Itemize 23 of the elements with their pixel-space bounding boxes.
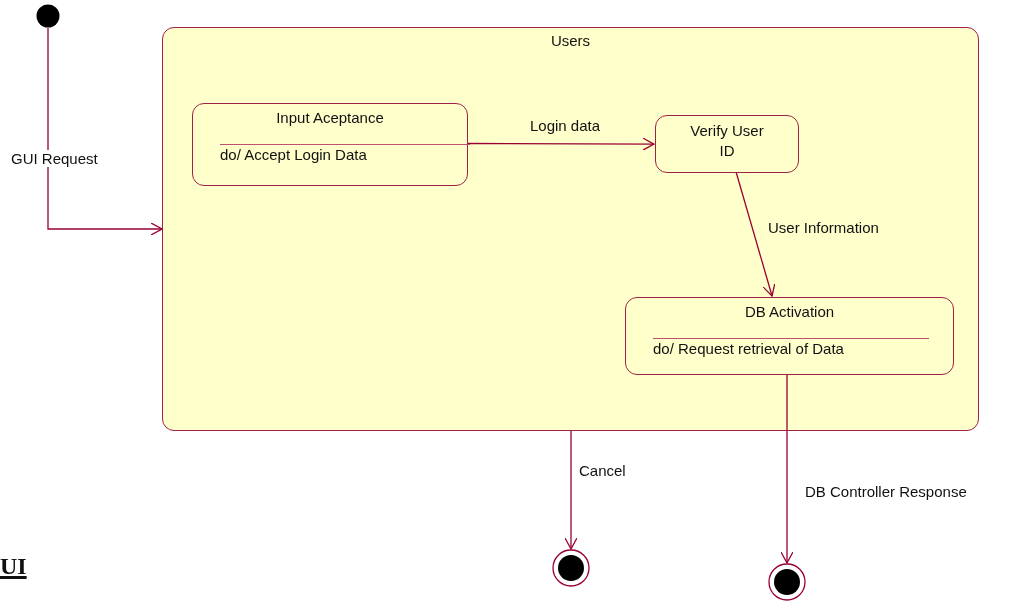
transition-arrow: [735, 171, 776, 297]
state-activity: do/ Accept Login Data: [220, 146, 367, 163]
transition-arrow: [564, 430, 578, 550]
composite-state: [162, 27, 979, 431]
edge-label: DB Controller Response: [805, 483, 967, 500]
edge-label: Login data: [530, 117, 601, 134]
state-box: [192, 103, 468, 186]
transition-arrow: [47, 27, 163, 236]
final-state-bullseye: [768, 563, 806, 601]
final-state-bullseye: [552, 549, 590, 587]
state-box: [625, 297, 954, 375]
state-activity: do/ Request retrieval of Data: [653, 340, 844, 357]
initial-state-dot: [36, 4, 60, 28]
edge-label: User Information: [768, 219, 879, 236]
edge-label: Cancel: [579, 462, 626, 479]
state-box: [655, 115, 799, 173]
state-name: Verify User ID: [689, 121, 765, 161]
state-name: DB Activation: [743, 302, 836, 322]
transition-arrow: [780, 373, 794, 564]
edge-label: GUI Request: [11, 150, 98, 167]
transition-arrow: [466, 137, 655, 151]
state-name: Input Aceptance: [275, 108, 385, 128]
composite-state-title: Users: [550, 31, 591, 51]
